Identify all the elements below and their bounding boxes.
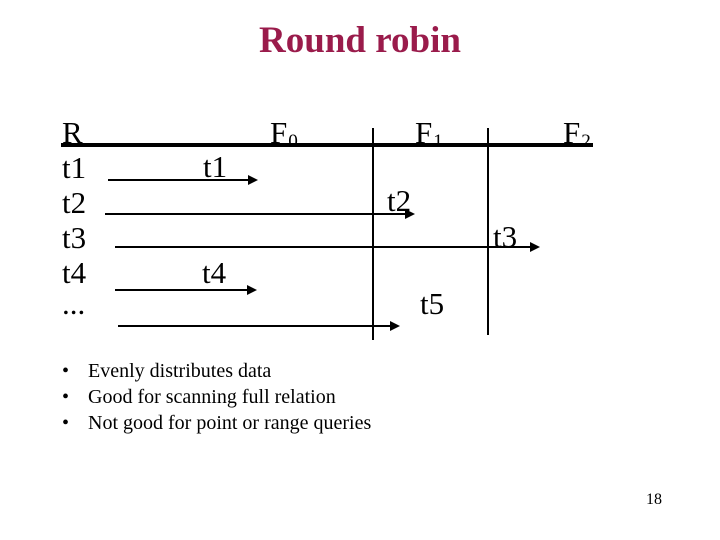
arrow-shaft: [108, 179, 250, 181]
fragment-f1-subscript: 1: [432, 131, 444, 153]
row-label-t3: t3: [62, 220, 87, 255]
fragment-header-f1: F1: [415, 115, 444, 153]
bullet-item: • Evenly distributes data: [62, 358, 622, 384]
fragment-f2-subscript: 2: [580, 131, 592, 153]
fragment-divider-line-2: [487, 128, 489, 335]
fragment-divider-line-1: [372, 128, 374, 340]
row-label-t4: t4: [62, 255, 87, 290]
arrow-shaft: [118, 325, 392, 327]
header-underline: [61, 143, 593, 147]
bullet-list: • Evenly distributes data • Good for sca…: [62, 358, 622, 436]
arrow-head-icon: [390, 321, 400, 331]
fragment-f2-base: F: [563, 115, 581, 150]
slide-title: Round robin: [259, 20, 461, 61]
tuple-label-t2: t2: [387, 183, 412, 218]
fragment-f0-base: F: [270, 115, 288, 150]
fragment-header-f2: F2: [563, 115, 592, 153]
page-number: 18: [646, 491, 662, 508]
arrow-shaft: [115, 289, 249, 291]
tuple-arrow-t1: [108, 175, 258, 185]
fragment-header-f0: F0: [270, 115, 299, 153]
arrow-head-icon: [530, 242, 540, 252]
relation-label: R: [62, 115, 83, 150]
bullet-text: Good for scanning full relation: [88, 386, 336, 408]
arrow-head-icon: [247, 285, 257, 295]
arrow-shaft: [115, 246, 532, 248]
row-label-t2: t2: [62, 185, 87, 220]
fragment-f0-subscript: 0: [287, 131, 299, 153]
row-label-t1: t1: [62, 150, 87, 185]
tuple-label-t3: t3: [493, 219, 518, 254]
tuple-label-t5: t5: [420, 286, 445, 321]
tuple-arrow-t2: [105, 209, 415, 219]
bullet-dot-icon: •: [62, 386, 70, 408]
arrow-head-icon: [248, 175, 258, 185]
arrow-head-icon: [405, 209, 415, 219]
tuple-label-t1: t1: [203, 149, 228, 184]
tuple-arrow-t5: [118, 321, 400, 331]
arrow-shaft: [105, 213, 407, 215]
row-label-ellipsis: ...: [62, 286, 86, 321]
fragment-f1-base: F: [415, 115, 433, 150]
bullet-text: Evenly distributes data: [88, 360, 272, 382]
tuple-label-t4: t4: [202, 255, 227, 290]
bullet-item: • Not good for point or range queries: [62, 410, 622, 436]
bullet-dot-icon: •: [62, 412, 70, 434]
tuple-arrow-t4: [115, 285, 257, 295]
bullet-dot-icon: •: [62, 360, 70, 382]
bullet-text: Not good for point or range queries: [88, 412, 372, 434]
bullet-item: • Good for scanning full relation: [62, 384, 622, 410]
tuple-arrow-t3: [115, 242, 540, 252]
